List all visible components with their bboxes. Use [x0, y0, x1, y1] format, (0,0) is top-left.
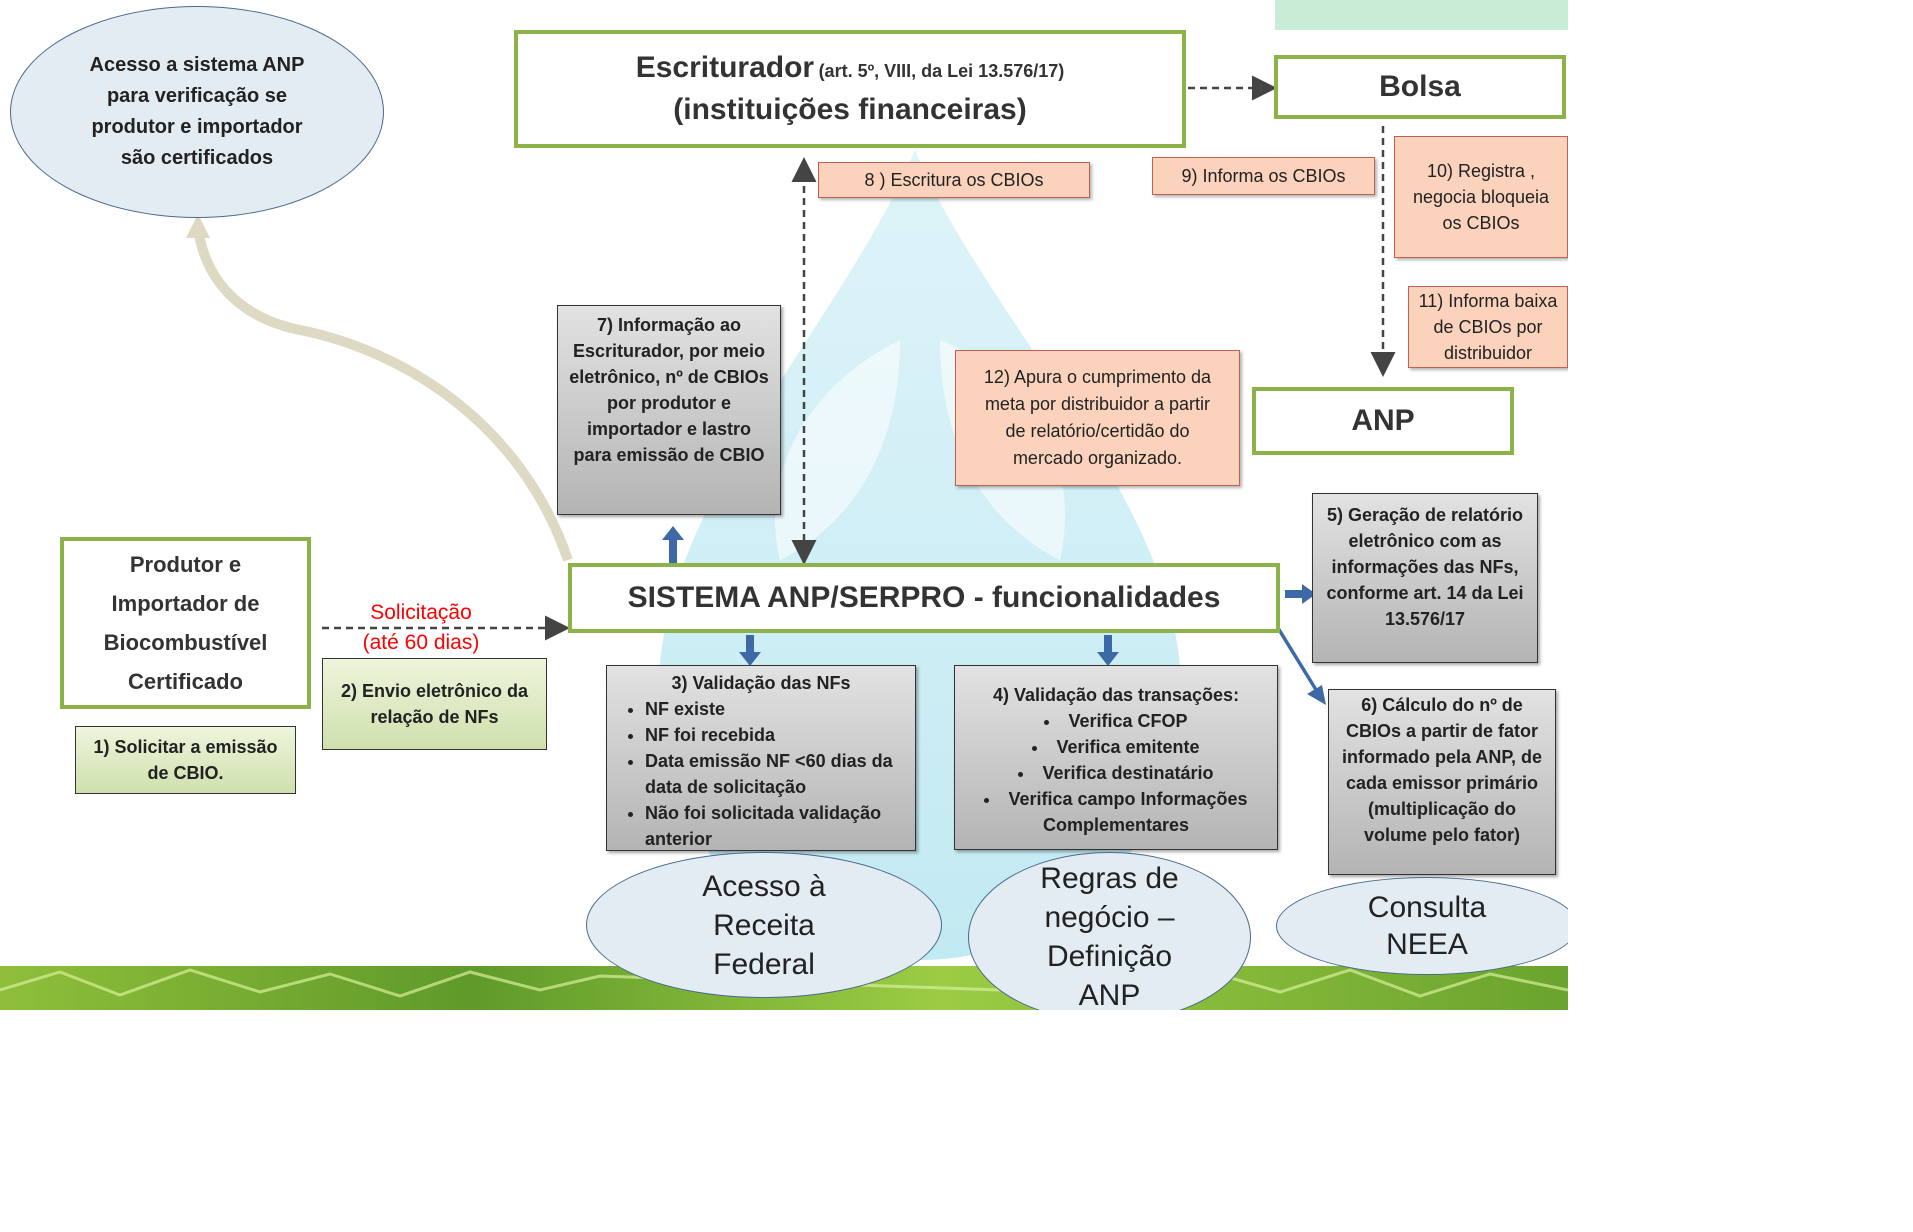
- step5-text: 5) Geração de relatório eletrônico com a…: [1326, 505, 1524, 629]
- step6-calculo-cbios: 6) Cálculo do nº de CBIOs a partir de fa…: [1328, 689, 1556, 875]
- solicitacao-prazo: (até 60 dias): [362, 631, 480, 654]
- step2-envio-nfs: 2) Envio eletrônico da relação de NFs: [322, 658, 547, 750]
- step8-escritura-cbios: 8 ) Escritura os CBIOs: [818, 162, 1090, 198]
- grass-strokes: [0, 968, 1568, 998]
- step4-validacao-transacoes: 4) Validação das transações: Verifica CF…: [954, 665, 1278, 850]
- solicitacao-text: Solicitação: [370, 601, 472, 624]
- step9-informa-cbios: 9) Informa os CBIOs: [1152, 157, 1375, 195]
- step3-item: NF foi recebida: [645, 722, 907, 748]
- arrow-down-to-step4: [1097, 635, 1119, 666]
- anp-label: ANP: [1351, 404, 1415, 437]
- step11-text: 11) Informa baixa de CBIOs por distribui…: [1418, 291, 1558, 363]
- step7-text: 7) Informação ao Escriturador, por meio …: [569, 315, 769, 465]
- arrow-up-to-step7: [662, 526, 684, 566]
- top-right-green-strip: [1275, 0, 1568, 30]
- step4-item: Verifica emitente: [963, 734, 1269, 760]
- escriturador-box: Escriturador (art. 5º, VIII, da Lei 13.5…: [514, 30, 1186, 148]
- connectors: [322, 75, 1396, 705]
- step5-geracao-relatorio: 5) Geração de relatório eletrônico com a…: [1312, 493, 1538, 663]
- step11-informa-baixa: 11) Informa baixa de CBIOs por distribui…: [1408, 286, 1568, 368]
- step7-informacao-escriturador: 7) Informação ao Escriturador, por meio …: [557, 305, 781, 515]
- tan-arrow-head: [186, 214, 210, 238]
- sistema-anp-serpro-label: SISTEMA ANP/SERPRO - funcionalidades: [627, 581, 1221, 614]
- ellipse-receita-federal-text: Acesso à Receita Federal: [702, 869, 826, 981]
- ellipse-acesso-sistema-anp: Acesso a sistema ANP para verificação se…: [10, 6, 384, 218]
- ellipse-acesso-sistema-anp-text: Acesso a sistema ANP para verificação se…: [89, 54, 305, 169]
- step3-list: NF existe NF foi recebida Data emissão N…: [615, 696, 907, 852]
- escriturador-title: Escriturador: [635, 51, 815, 84]
- step3-item: Não foi solicitada validação anterior: [645, 800, 907, 852]
- arrow-down-to-step3: [739, 635, 761, 666]
- step12-apura-cumprimento: 12) Apura o cumprimento da meta por dist…: [955, 350, 1240, 486]
- step4-list: Verifica CFOP Verifica emitente Verifica…: [963, 708, 1269, 838]
- step3-title: 3) Validação das NFs: [671, 673, 851, 693]
- arrow-to-step6-head: [1307, 685, 1326, 705]
- escriturador-law: (art. 5º, VIII, da Lei 13.576/17): [818, 61, 1065, 81]
- step8-text: 8 ) Escritura os CBIOs: [864, 169, 1044, 190]
- bolsa-label: Bolsa: [1379, 70, 1461, 103]
- ellipse-regras-negocio-text: Regras de negócio – Definição ANP: [1040, 862, 1179, 1010]
- step4-item: Verifica destinatário: [963, 760, 1269, 786]
- sistema-anp-serpro-box: SISTEMA ANP/SERPRO - funcionalidades: [568, 563, 1280, 633]
- step12-text: 12) Apura o cumprimento da meta por dist…: [983, 367, 1212, 468]
- escriturador-subtitle: (instituições financeiras): [673, 93, 1027, 126]
- ellipse-regras-negocio: Regras de negócio – Definição ANP: [968, 852, 1251, 1010]
- step4-item: Verifica campo Informações Complementare…: [963, 786, 1269, 838]
- step9-text: 9) Informa os CBIOs: [1181, 165, 1346, 186]
- step3-item: NF existe: [645, 696, 907, 722]
- step10-text: 10) Registra , negocia bloqueia os CBIOs: [1412, 161, 1550, 233]
- bolsa-box: Bolsa: [1274, 55, 1566, 119]
- ellipse-consulta-neea-text: Consulta NEEA: [1367, 891, 1487, 961]
- step4-title: 4) Validação das transações:: [992, 685, 1240, 705]
- ellipse-receita-federal: Acesso à Receita Federal: [586, 852, 942, 998]
- step4-item: Verifica CFOP: [963, 708, 1269, 734]
- step2-text: 2) Envio eletrônico da relação de NFs: [340, 681, 529, 727]
- step3-item: Data emissão NF <60 dias da data de soli…: [645, 748, 907, 800]
- arrow-to-step6: [1276, 627, 1320, 694]
- produtor-importador-text: Produtor e Importador de Biocombustível …: [103, 552, 268, 694]
- step10-registra-negocia: 10) Registra , negocia bloqueia os CBIOs: [1394, 136, 1568, 258]
- ellipse-consulta-neea: Consulta NEEA: [1276, 877, 1568, 975]
- arrow-right-to-step5: [1285, 584, 1316, 604]
- anp-box: ANP: [1252, 387, 1514, 455]
- step3-validacao-nfs: 3) Validação das NFs NF existe NF foi re…: [606, 665, 916, 851]
- step1-text: 1) Solicitar a emissão de CBIO.: [93, 737, 278, 783]
- solicitacao-label: Solicitação (até 60 dias): [336, 598, 506, 658]
- step6-text: 6) Cálculo do nº de CBIOs a partir de fa…: [1341, 695, 1543, 845]
- diagram-canvas: Acesso a sistema ANP para verificação se…: [0, 0, 1568, 1010]
- produtor-importador-box: Produtor e Importador de Biocombustível …: [60, 537, 311, 709]
- tan-curved-arrow: [193, 227, 573, 562]
- step1-solicitar-emissao: 1) Solicitar a emissão de CBIO.: [75, 726, 296, 794]
